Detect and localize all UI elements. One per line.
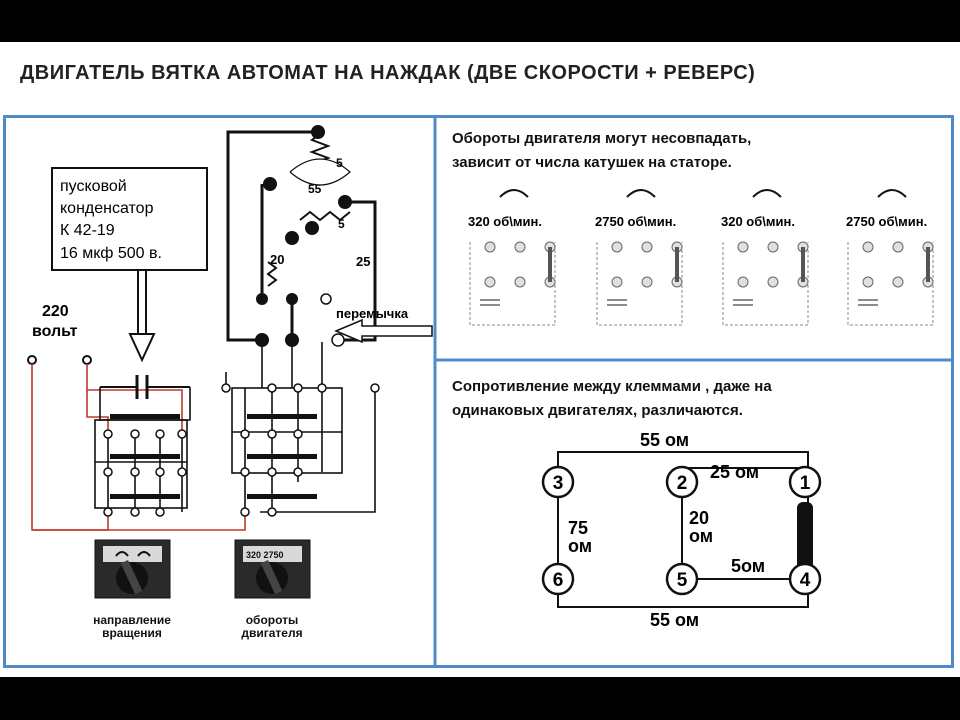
jumper-arrow: [334, 318, 433, 344]
switch-contacts-left: [103, 429, 187, 517]
terminal-1: [788, 465, 822, 499]
speed-label: 320 об\мин.: [468, 214, 542, 229]
capacitor-line2: конденсатор: [60, 200, 154, 217]
terminal-label-3: 3: [553, 473, 564, 494]
speed-switch-plate: 320 2750: [246, 550, 284, 560]
winding-label-5-bottom: 5: [338, 217, 345, 231]
direction-switch-label-line2: вращения: [102, 626, 162, 640]
terminal-label-4: 4: [800, 570, 811, 591]
terminal-dot: [484, 241, 496, 253]
motor-terminals: [255, 125, 352, 347]
terminal-dot: [892, 276, 904, 288]
r-bottom-inner: 5ом: [731, 556, 765, 576]
terminal-dot: [484, 276, 496, 288]
terminal-label-5: 5: [677, 570, 688, 591]
switch-bars-right: [247, 414, 317, 499]
terminal-label-2: 2: [677, 473, 688, 494]
r-bottom-outer: 55 ом: [650, 610, 699, 630]
terminal-5: [665, 562, 699, 596]
speed-diagram-1: 320 об\мин.: [468, 189, 556, 326]
terminal-3: [541, 465, 575, 499]
red-wires: [31, 364, 246, 531]
terminal-dot: [862, 241, 874, 253]
terminal-dot: [514, 276, 526, 288]
speed-switch-label: обороты двигателя: [212, 614, 332, 640]
terminal-dot: [767, 276, 779, 288]
r-mid-value: 20: [689, 508, 709, 528]
diagram-frame: [3, 115, 954, 668]
terminal-4: [788, 562, 822, 596]
terminal-dot: [641, 276, 653, 288]
rotation-arrow-icon: [626, 189, 656, 198]
black-wires-right: [225, 342, 376, 513]
supply-terminal-left: [27, 355, 37, 365]
terminal-dot: [611, 276, 623, 288]
winding-label-25: 25: [356, 254, 370, 269]
supply-voltage: 220: [42, 303, 69, 320]
page-title: ДВИГАТЕЛЬ ВЯТКА АВТОМАТ НА НАЖДАК (ДВЕ С…: [20, 62, 756, 84]
rotation-arrow-icon: [499, 189, 529, 198]
terminal-6: [541, 562, 575, 596]
speed-diagram-4: 2750 об\мин.: [846, 189, 934, 326]
switch-bars-left: [110, 414, 180, 499]
terminal-dot: [641, 241, 653, 253]
supply-unit: вольт: [32, 323, 78, 340]
speed-label: 320 об\мин.: [721, 214, 795, 229]
resistance-note-line1: Сопротивление между клеммами , даже на: [452, 378, 772, 395]
speed-switch-label-line2: двигателя: [241, 626, 303, 640]
r-left-unit: ом: [568, 536, 592, 556]
speed-label: 2750 об\мин.: [846, 214, 927, 229]
rotation-arrow-icon: [877, 189, 907, 198]
jumper-bar-1-4: [797, 502, 813, 580]
r-mid-unit: ом: [689, 526, 713, 546]
speed-switch-label-line1: обороты: [245, 613, 299, 627]
terminal-dot: [737, 241, 749, 253]
winding-label-55: 55: [308, 182, 322, 196]
resistance-note-line2: одинаковых двигателях, различаются.: [452, 402, 743, 419]
winding-label-20: 20: [270, 252, 284, 267]
terminal-dot: [862, 276, 874, 288]
terminal-label-1: 1: [800, 473, 811, 494]
capacitor-label-box: [51, 167, 208, 271]
r-top-inner: 25 ом: [710, 462, 759, 482]
diagram-sheet: ДВИГАТЕЛЬ ВЯТКА АВТОМАТ НА НАЖДАК (ДВЕ С…: [0, 42, 960, 677]
r-left-value: 75: [568, 518, 588, 538]
terminal-dot: [737, 276, 749, 288]
speed-diagram-2: 2750 об\мин.: [595, 189, 683, 326]
terminal-label-6: 6: [553, 570, 564, 591]
supply-terminal-right: [82, 355, 92, 365]
winding-label-5-top: 5: [336, 156, 343, 170]
speed-label: 2750 об\мин.: [595, 214, 676, 229]
direction-switch[interactable]: [94, 539, 171, 599]
speed-diagrams: 320 об\мин. 2750 об\мин. 320 об\мин. 2750 о…: [468, 189, 934, 326]
terminal-dot: [514, 241, 526, 253]
terminal-dot: [767, 241, 779, 253]
capacitor-symbol: [99, 375, 191, 421]
rotation-arrow-icon: [752, 189, 782, 198]
direction-switch-label: направление вращения: [72, 614, 192, 640]
capacitor-line1: пусковой: [60, 178, 127, 195]
capacitor-line4: 16 мкф 500 в.: [60, 245, 162, 262]
terminal-dot: [611, 241, 623, 253]
wiring-diagram-svg: пусковой конденсатор К 42-19 16 мкф 500 …: [27, 118, 951, 665]
direction-switch-label-line1: направление: [93, 613, 171, 627]
terminal-dot: [892, 241, 904, 253]
capacitor-line3: К 42-19: [60, 222, 115, 239]
switch-contacts-right: [221, 383, 380, 517]
speed-switch[interactable]: 320 2750: [234, 539, 311, 599]
resistance-terminals: 1 2 3 4 5 6: [541, 465, 822, 596]
terminal-2: [665, 465, 699, 499]
speeds-note-line2: зависит от числа катушек на статоре.: [452, 154, 732, 171]
capacitor-arrow-head: [128, 333, 156, 363]
jumper-label: перемычка: [336, 306, 409, 321]
motor-windings: [266, 133, 351, 287]
r-top-outer: 55 ом: [640, 430, 689, 450]
speeds-note-line1: Обороты двигателя могут несовпадать,: [452, 130, 752, 147]
speed-diagram-3: 320 об\мин.: [721, 189, 809, 326]
